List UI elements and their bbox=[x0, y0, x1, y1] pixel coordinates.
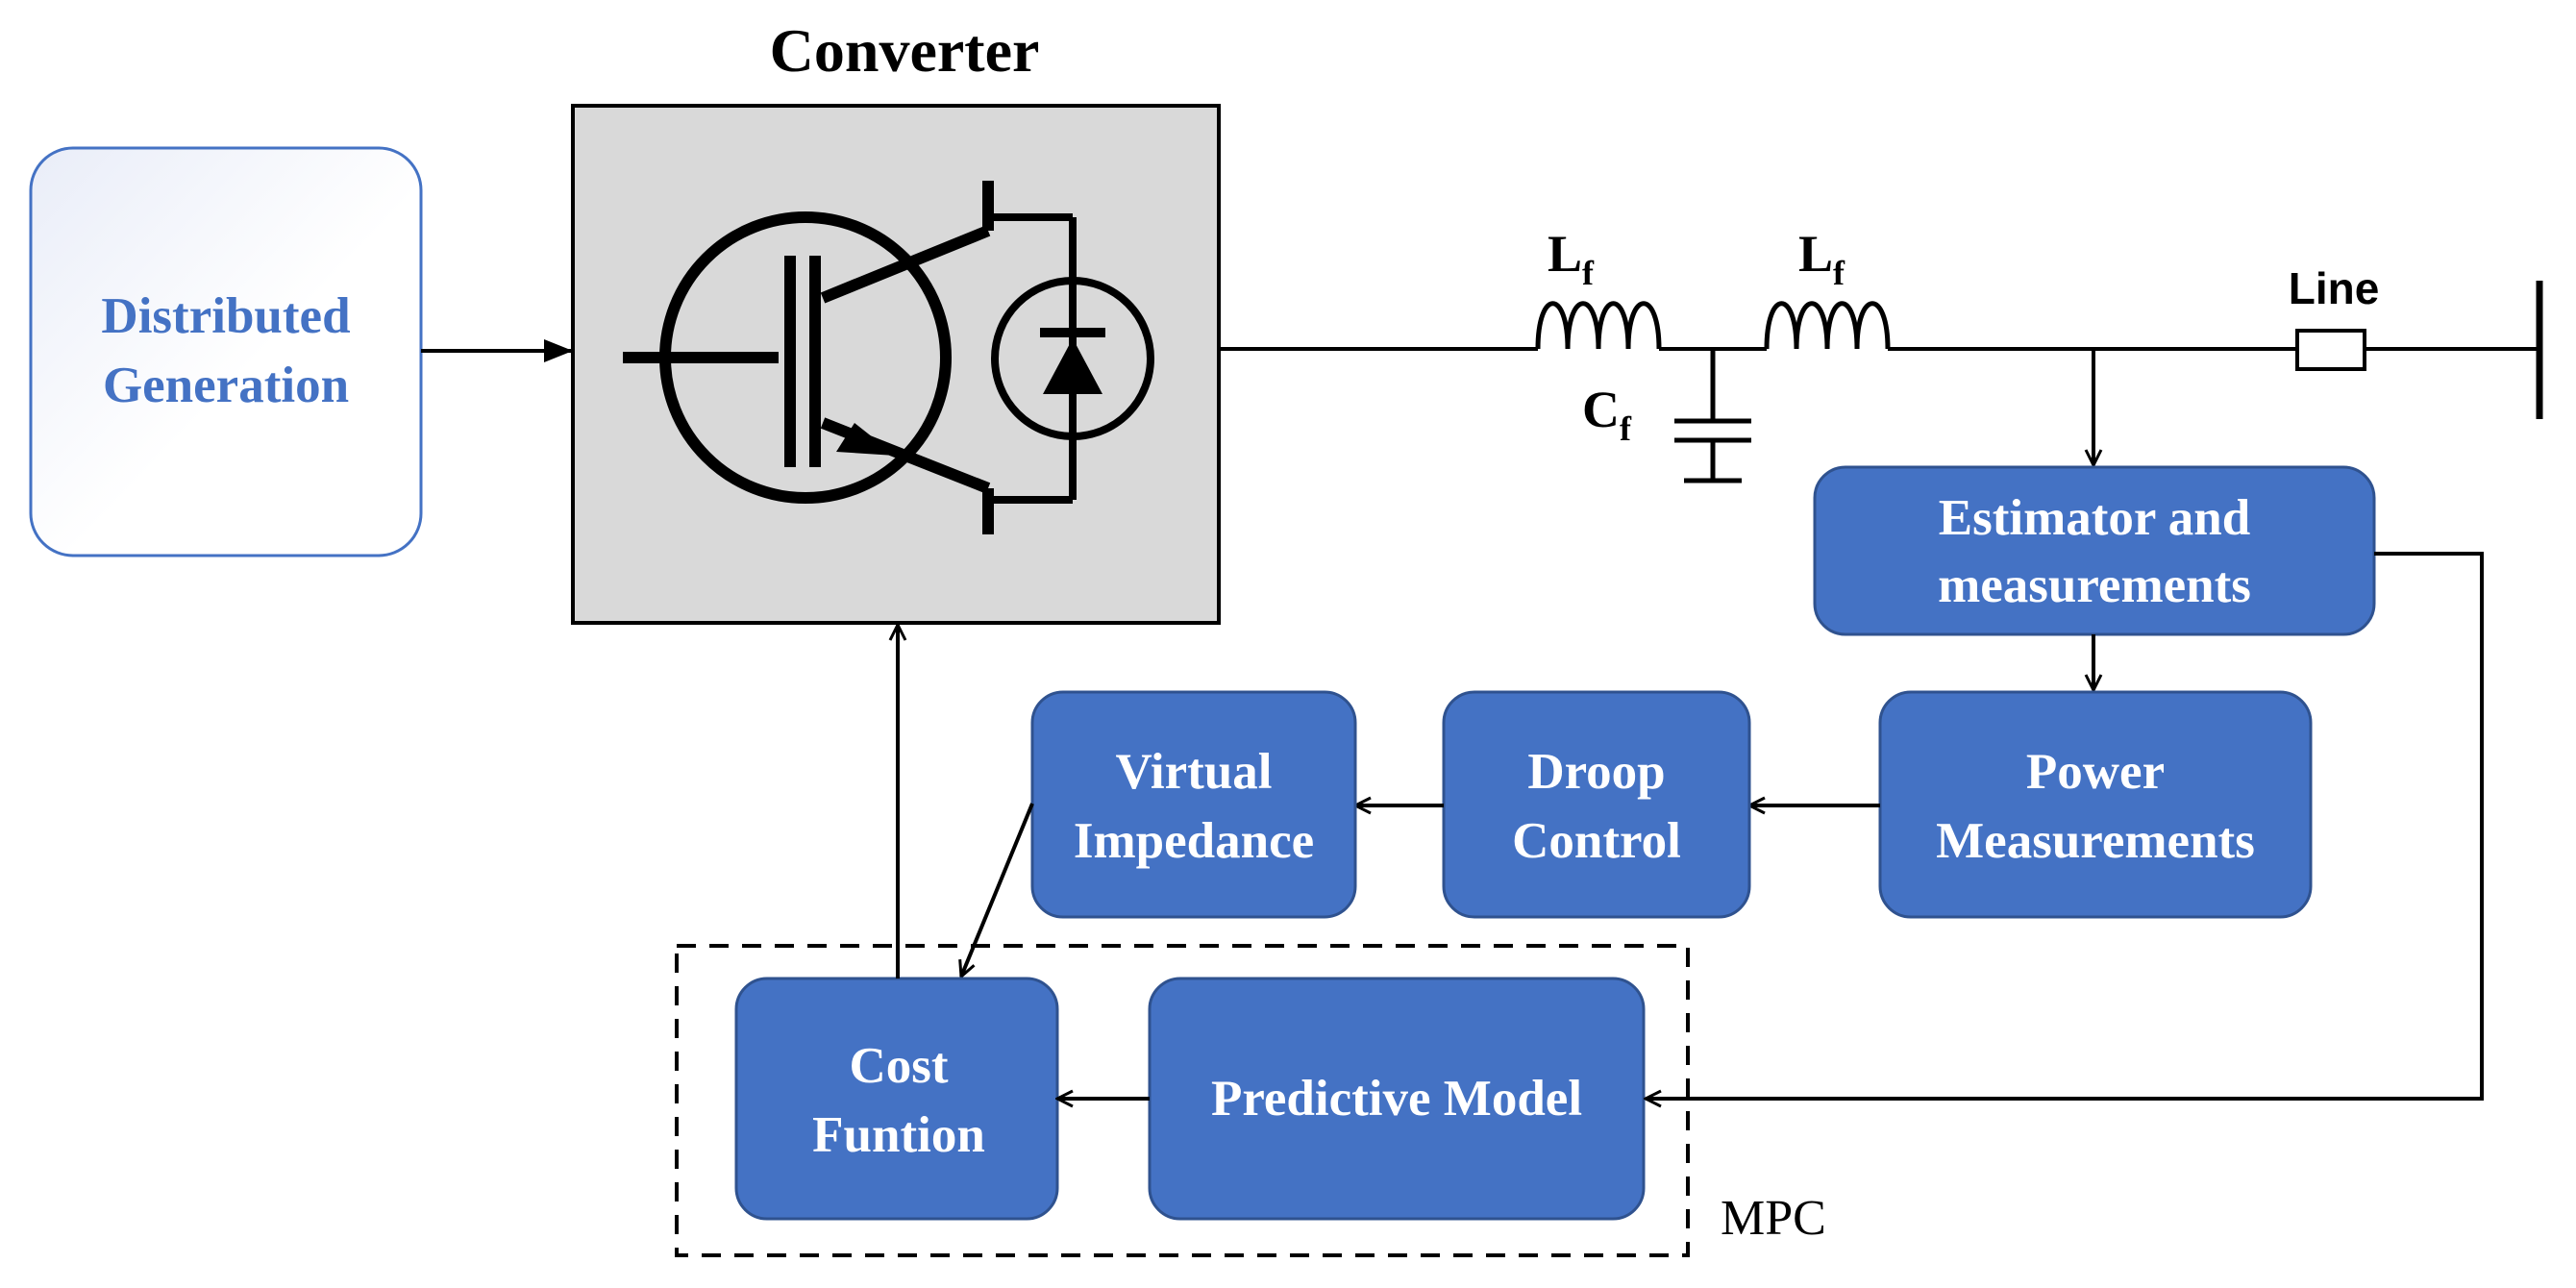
line-label: Line bbox=[2289, 263, 2380, 313]
converter-title: Converter bbox=[770, 16, 1040, 85]
cost-function-block: Cost Funtion bbox=[734, 977, 1059, 1221]
virtual-impedance-label-line2: Impedance bbox=[1074, 813, 1314, 869]
virtual-impedance-label-line1: Virtual bbox=[1116, 744, 1273, 800]
distributed-generation-block: Distributed Generation bbox=[29, 146, 423, 557]
power-measurements-label-line2: Measurements bbox=[1936, 813, 2255, 869]
virtual-impedance-block: Virtual Impedance bbox=[1030, 690, 1357, 919]
diode-icon bbox=[991, 277, 1154, 440]
mpc-label: MPC bbox=[1721, 1191, 1826, 1246]
inductor-2-label: Lf bbox=[1798, 225, 1845, 292]
distributed-generation-box bbox=[29, 146, 423, 557]
converter-block bbox=[571, 104, 1221, 625]
line-impedance-icon bbox=[2295, 329, 2366, 371]
power-measurements-block: Power Measurements bbox=[1878, 690, 2313, 919]
inductor-1-label: Lf bbox=[1548, 225, 1595, 292]
capacitor-icon bbox=[1674, 349, 1751, 483]
inductor-2-icon bbox=[1764, 301, 1891, 350]
distributed-generation-label-line2: Generation bbox=[103, 358, 349, 413]
estimator-block: Estimator and measurements bbox=[1813, 465, 2376, 636]
droop-control-label-line2: Control bbox=[1512, 813, 1681, 869]
cost-function-label-line1: Cost bbox=[849, 1038, 948, 1094]
power-measurements-label-line1: Power bbox=[2026, 744, 2165, 800]
predictive-model-block: Predictive Model bbox=[1148, 977, 1646, 1221]
predictive-model-label: Predictive Model bbox=[1211, 1071, 1582, 1127]
emitter-arrow-icon bbox=[836, 423, 896, 456]
distributed-generation-label-line1: Distributed bbox=[101, 288, 350, 344]
droop-control-block: Droop Control bbox=[1442, 690, 1751, 919]
inductor-1-icon bbox=[1535, 301, 1662, 350]
capacitor-label: Cf bbox=[1582, 381, 1632, 448]
arrow-estimator-to-predictive bbox=[1646, 552, 2484, 1099]
mpc-boundary bbox=[675, 944, 1690, 1257]
estimator-label-line2: measurements bbox=[1938, 557, 2251, 613]
igbt-icon bbox=[623, 181, 1077, 534]
cost-function-label-line2: Funtion bbox=[812, 1107, 985, 1163]
arrow-virtual-to-cost bbox=[961, 803, 1034, 977]
droop-control-label-line1: Droop bbox=[1527, 744, 1665, 800]
estimator-label-line1: Estimator and bbox=[1939, 490, 2250, 546]
